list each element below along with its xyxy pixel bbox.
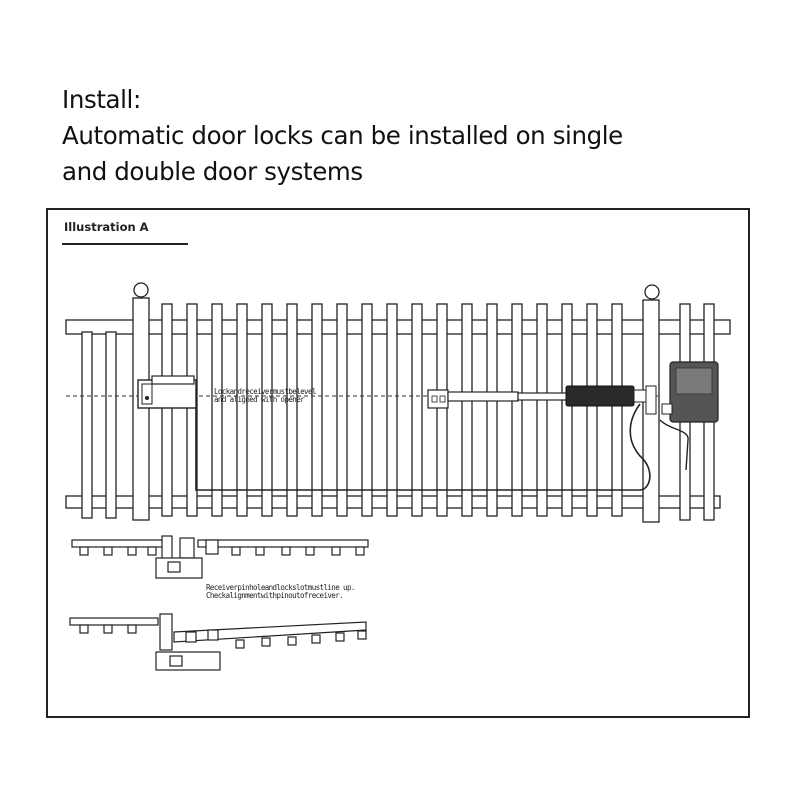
install-description-line-2: and double door systems — [62, 157, 363, 186]
install-title: Install: — [62, 85, 141, 114]
power-cable — [659, 419, 689, 471]
illustration-title: Illustration A — [64, 220, 149, 234]
left-fence-pickets — [81, 331, 117, 519]
lock-alignment-note-line-1: Lockandreceivermustbelevel — [214, 387, 316, 396]
detail-view-aligned — [71, 535, 369, 579]
lock-alignment-note: Lockandreceivermustbelevel and aligned w… — [214, 388, 316, 404]
left-post-cap — [133, 282, 149, 298]
gate-pickets — [161, 303, 623, 517]
lock-unit — [137, 375, 197, 409]
illustration-frame: Illustration A — [46, 208, 750, 718]
wiring-cable — [195, 403, 651, 491]
left-gate-post — [132, 297, 150, 521]
opener-arm — [447, 385, 657, 415]
lock-alignment-note-line-2: and aligned with opener — [214, 395, 305, 404]
receiver-alignment-note-line-1: Receiverpinholeandlockslotmustline up. — [206, 583, 355, 592]
install-description-line-1: Automatic door locks can be installed on… — [62, 121, 623, 150]
controller-box — [661, 361, 719, 423]
install-heading: Install: Automatic door locks can be ins… — [62, 82, 623, 190]
right-post-cap — [644, 284, 660, 300]
receiver-alignment-note: Receiverpinholeandlockslotmustline up. C… — [206, 584, 355, 600]
receiver-alignment-note-line-2: Checkalignmentwithpinoutofreceiver. — [206, 591, 344, 600]
detail-view-open — [69, 613, 367, 671]
receiver-bracket — [427, 389, 449, 409]
illustration-title-underline — [62, 243, 188, 245]
